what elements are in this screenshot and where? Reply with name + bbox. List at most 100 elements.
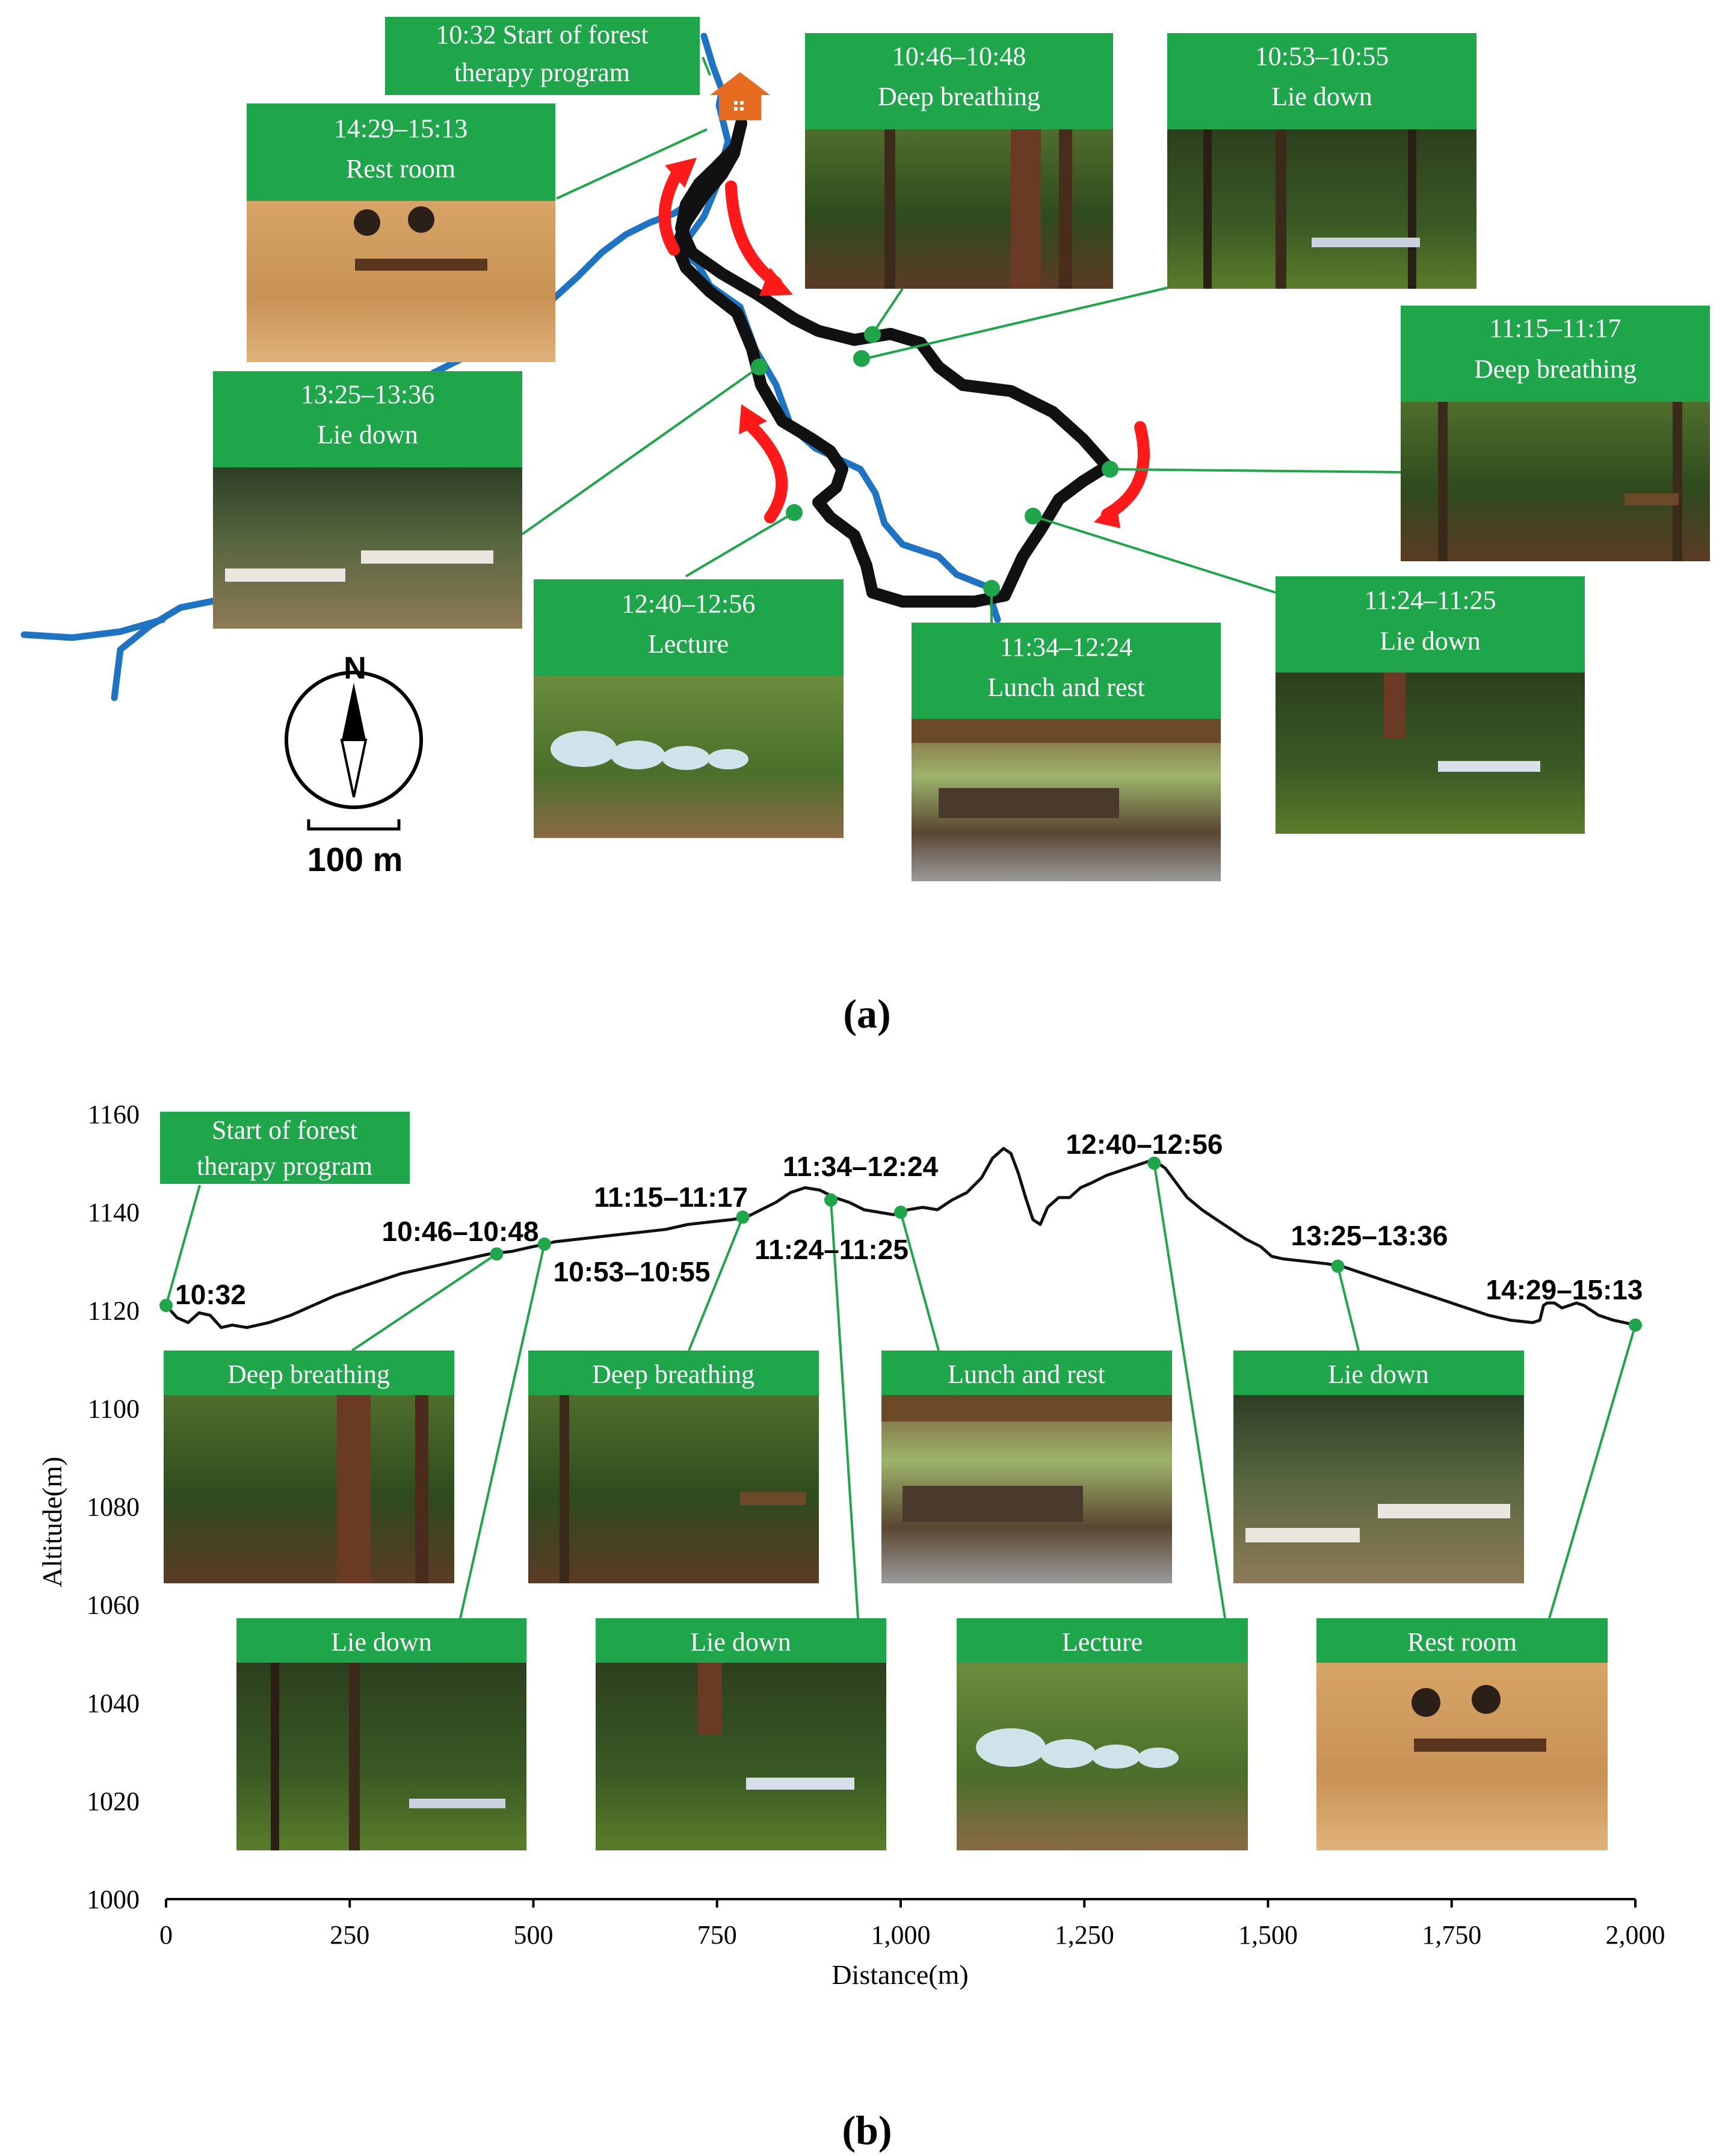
card-activity: Deep breathing <box>592 1360 754 1389</box>
card-activity: Deep breathing <box>227 1360 390 1389</box>
forest-group-photo <box>1401 402 1710 561</box>
direction-arrowhead <box>1094 500 1120 528</box>
deck-photo <box>213 467 522 629</box>
card-time: 13:25–13:36 <box>301 380 434 409</box>
y-tick-label: 1020 <box>87 1787 140 1816</box>
profile-card-lie-down-2: Lie down <box>596 1618 886 1850</box>
stop-marker <box>983 580 1000 597</box>
card-activity: Lunch and rest <box>948 1360 1105 1389</box>
direction-arrowhead <box>759 268 793 296</box>
profile-card-lunch: Lunch and rest <box>881 1351 1172 1583</box>
direction-arrow <box>1101 421 1150 520</box>
card-activity: Lie down <box>1271 82 1372 111</box>
x-tick-label: 1,500 <box>1238 1920 1298 1950</box>
start-label-b: Start of forest therapy program <box>160 1112 410 1184</box>
card-activity: Lie down <box>331 1627 431 1657</box>
card-activity: Lie down <box>1380 626 1480 656</box>
profile-card-rest-room: Rest room <box>1316 1618 1608 1850</box>
map-card-lie-down-1: 10:53–10:55 Lie down <box>1167 33 1476 289</box>
x-tick-label: 1,750 <box>1422 1920 1481 1950</box>
card-activity: Rest room <box>346 154 455 183</box>
x-tick-label: 1,000 <box>871 1920 931 1950</box>
x-tick-label: 500 <box>514 1920 554 1950</box>
x-tick-label: 750 <box>697 1920 737 1950</box>
x-tick-label: 0 <box>159 1920 173 1950</box>
map-leaders <box>521 57 1402 623</box>
stop-marker <box>1025 508 1041 525</box>
deck-photo <box>1233 1395 1524 1583</box>
leader-line <box>688 1216 744 1351</box>
house-icon <box>710 72 770 120</box>
forest-floor-photo <box>596 1663 886 1850</box>
map-card-rest-room: 14:29–15:13 Rest room <box>247 103 555 362</box>
forest-floor-photo <box>236 1663 526 1850</box>
chart-leaders <box>165 1163 1637 1619</box>
y-tick-label: 1060 <box>87 1591 140 1620</box>
card-activity: Lie down <box>1328 1360 1428 1389</box>
direction-arrows <box>658 158 1150 528</box>
map-card-lecture: 12:40–12:56 Lecture <box>534 579 844 838</box>
stop-time-label: 10:53–10:55 <box>554 1256 711 1287</box>
leader-line <box>685 511 795 578</box>
y-tick-label: 1120 <box>88 1296 140 1325</box>
stop-marker <box>1331 1259 1345 1273</box>
stream-north <box>700 32 726 94</box>
x-tick-label: 250 <box>330 1920 369 1950</box>
card-time: 10:46–10:48 <box>892 42 1026 71</box>
forest-group-photo <box>528 1395 819 1583</box>
chart-stop-labels: 10:3210:46–10:4810:53–10:5511:15–11:1711… <box>175 1129 1643 1310</box>
profile-card-deep-breathing-2: Deep breathing <box>528 1351 819 1583</box>
stop-time-label: 14:29–15:13 <box>1486 1274 1643 1305</box>
card-activity: Deep breathing <box>1474 354 1637 384</box>
leader-line <box>871 288 904 335</box>
chart-stop-markers <box>159 1156 1642 1332</box>
y-tick-label: 1080 <box>87 1492 140 1522</box>
direction-arrow <box>658 162 686 256</box>
leader-line <box>556 128 708 200</box>
stop-marker <box>751 359 768 375</box>
stop-marker <box>736 1210 750 1224</box>
profile-card-lecture: Lecture <box>957 1618 1248 1850</box>
leader-line <box>1336 1266 1360 1351</box>
leader-line <box>1032 515 1276 594</box>
start-label-a: 10:32 Start of forest therapy program <box>385 17 700 95</box>
card-time: 12:40–12:56 <box>622 589 755 618</box>
map-card-lie-down-3: 13:25–13:36 Lie down <box>213 371 522 629</box>
stop-marker <box>1147 1156 1161 1170</box>
direction-arrowhead <box>739 404 767 434</box>
card-time: 11:34–12:24 <box>1000 632 1133 662</box>
direction-arrow <box>746 421 788 523</box>
map-card-lunch: 11:34–12:24 Lunch and rest <box>912 623 1221 881</box>
stop-marker <box>894 1206 907 1219</box>
y-tick-label: 1160 <box>88 1100 140 1129</box>
card-activity: Lunch and rest <box>987 673 1144 702</box>
y-tick-label: 1040 <box>87 1689 140 1718</box>
scale-bar: 100 m <box>307 819 403 878</box>
map-card-lie-down-2: 11:24–11:25 Lie down <box>1276 576 1585 834</box>
y-tick-label: 1000 <box>87 1885 140 1914</box>
x-tick-label: 2,000 <box>1606 1920 1665 1950</box>
direction-arrowhead <box>665 158 697 188</box>
profile-card-lie-down-1: Lie down <box>236 1618 526 1850</box>
leader-line <box>702 57 711 76</box>
card-time: 11:15–11:17 <box>1489 313 1621 343</box>
card-activity: Lie down <box>317 420 418 449</box>
y-tick-label: 1140 <box>88 1198 140 1227</box>
stop-marker <box>537 1237 551 1251</box>
leader-line <box>1548 1325 1637 1619</box>
leader-line <box>165 1184 201 1306</box>
start-label-a-line1: 10:32 Start of forest <box>436 20 648 49</box>
y-axis-label: Altitude(m) <box>37 1456 67 1587</box>
profile-card-deep-breathing-1: Deep breathing <box>164 1351 454 1583</box>
leader-line <box>459 1243 546 1619</box>
leader-line <box>351 1252 498 1352</box>
stop-time-label: 11:34–12:24 <box>783 1151 939 1182</box>
map-card-deep-breathing-1: 10:46–10:48 Deep breathing <box>805 33 1113 289</box>
panel-b-caption: (b) <box>842 2107 892 2153</box>
x-axis-label: Distance(m) <box>832 1959 968 1990</box>
stop-marker <box>824 1193 838 1207</box>
panel-a-map: 10:32 Start of forest therapy program 10… <box>20 17 1710 1036</box>
